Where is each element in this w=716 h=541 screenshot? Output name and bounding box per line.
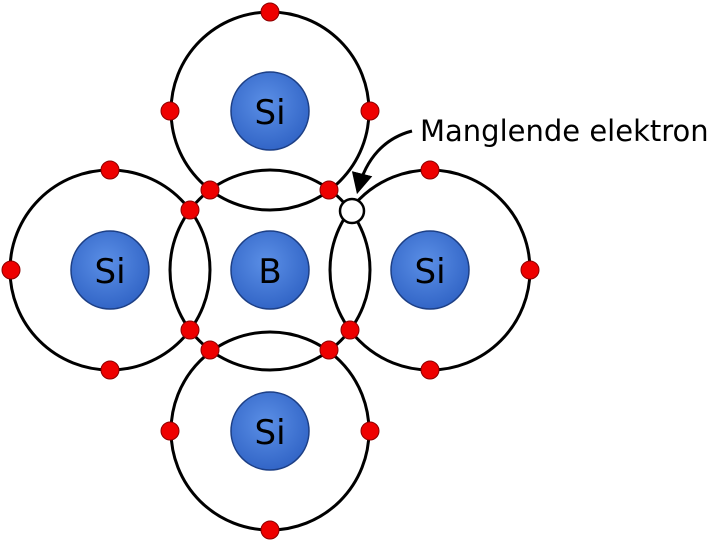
electron <box>160 101 180 121</box>
nucleus-top <box>230 71 310 151</box>
atom-label-center: B <box>258 252 281 292</box>
atom-top: Si <box>230 71 310 151</box>
electron <box>180 320 200 340</box>
electron <box>200 180 220 200</box>
nuclei: Si Si B Si Si <box>70 71 470 471</box>
nucleus-left <box>70 230 150 310</box>
electron <box>200 340 220 360</box>
electron <box>1 260 21 280</box>
nucleus-right <box>390 230 470 310</box>
electron <box>100 360 120 380</box>
atom-label-top: Si <box>254 93 285 133</box>
atom-left: Si <box>70 230 150 310</box>
atom-label-right: Si <box>414 252 445 292</box>
callout-arrow <box>351 129 413 195</box>
atom-label-left: Si <box>94 252 125 292</box>
electron <box>340 320 360 340</box>
electrons <box>1 2 540 540</box>
nucleus-bottom <box>230 391 310 471</box>
electron <box>319 340 339 360</box>
atom-label-bottom: Si <box>254 413 285 453</box>
electron <box>420 160 440 180</box>
atom-bottom: Si <box>230 391 310 471</box>
nucleus-center <box>230 230 310 310</box>
electron <box>160 421 180 441</box>
electron <box>260 2 280 22</box>
electron <box>360 101 380 121</box>
electron <box>520 260 540 280</box>
electron <box>420 360 440 380</box>
callout-label: Manglende elektron <box>420 114 709 148</box>
electron <box>360 421 380 441</box>
shell-center <box>168 168 372 372</box>
electron <box>319 180 339 200</box>
electron <box>100 160 120 180</box>
atom-right: Si <box>390 230 470 310</box>
hole-marker <box>338 197 366 225</box>
electron <box>180 200 200 220</box>
electron <box>260 520 280 540</box>
atom-center: B <box>230 230 310 310</box>
